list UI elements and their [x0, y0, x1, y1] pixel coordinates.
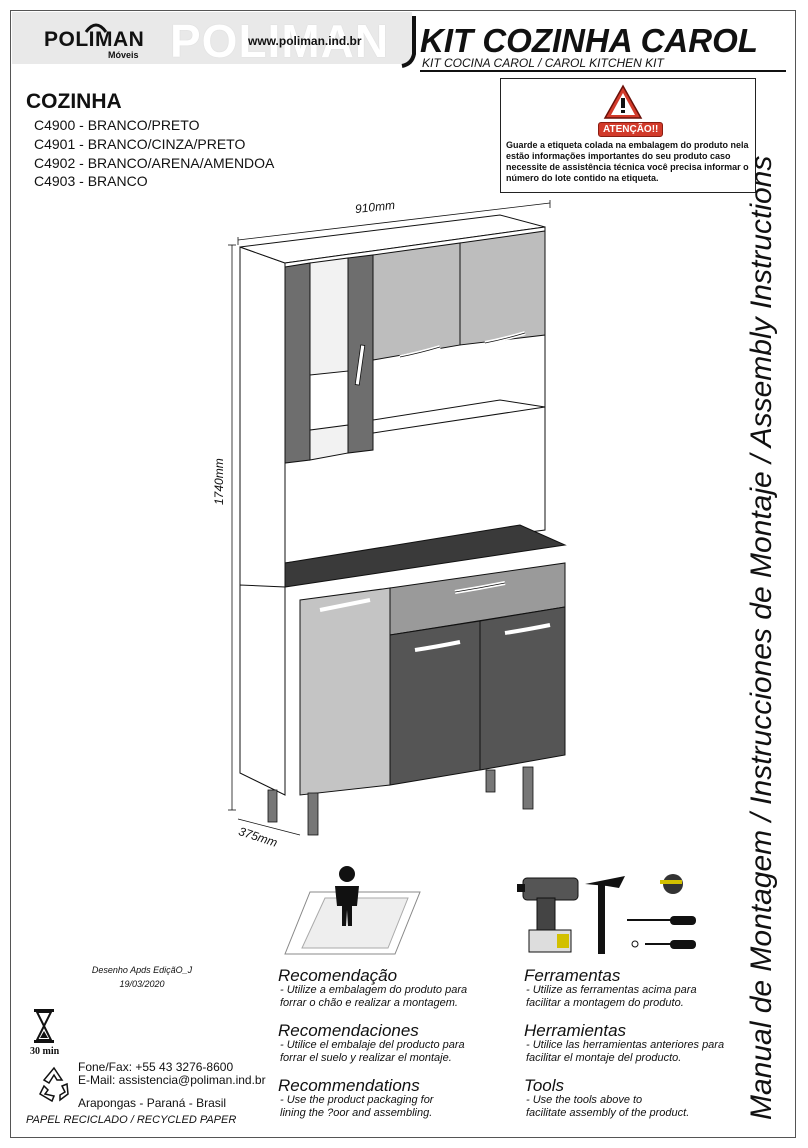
title-hook-icon: [401, 16, 416, 68]
watermark: POLIMAN: [170, 15, 390, 67]
model-line: C4900 - BRANCO/PRETO: [34, 117, 200, 133]
tools-text: - Utilize as ferramentas acima para: [526, 984, 697, 996]
website: www.poliman.ind.br: [248, 34, 362, 48]
model-line: C4903 - BRANCO: [34, 173, 148, 189]
tools-illustration: [517, 874, 696, 954]
contact-location: Arapongas - Paraná - Brasil: [78, 1096, 227, 1110]
hourglass-icon: [34, 1009, 54, 1043]
model-line: C4901 - BRANCO/CINZA/PRETO: [34, 136, 246, 152]
page-title: KIT COZINHA CAROL: [420, 22, 758, 59]
tools-title-pt: Ferramentas: [524, 966, 621, 985]
recommendation-text: forrar el suelo y realizar el montaje.: [280, 1052, 452, 1064]
page-subtitle: KIT COCINA CAROL / CAROL KITCHEN KIT: [422, 56, 664, 70]
tools-title-es: Herramientas: [524, 1021, 627, 1040]
height-dimension: 1740mm: [212, 458, 226, 505]
recommendation-text: forrar o chão e realizar a montagem.: [280, 997, 458, 1009]
drawing-date: 19/03/2020: [119, 979, 165, 989]
tools-title-en: Tools: [524, 1076, 565, 1095]
brand-logo: POLIMAN: [44, 28, 145, 51]
recommendation-text: - Use the product packaging for: [280, 1094, 434, 1106]
section-title: COZINHA: [26, 90, 122, 113]
contact-email: E-Mail: assistencia@poliman.ind.br: [78, 1073, 266, 1087]
tools-text: facilitar a montagem do produto.: [526, 997, 684, 1009]
floor-cover-illustration: [284, 866, 421, 955]
logo-mark-icon: [84, 23, 108, 33]
brand-sub: Móveis: [108, 50, 139, 60]
page-border: [10, 10, 796, 1138]
model-line: C4902 - BRANCO/ARENA/AMENDOA: [34, 155, 275, 171]
header-band: [12, 12, 412, 64]
recommendation-title-en: Recommendations: [278, 1076, 420, 1095]
recommendation-text: - Utilize a embalagem do produto para: [280, 984, 468, 996]
tools-text: facilitate assembly of the product.: [526, 1107, 690, 1119]
contact-phone: Fone/Fax: +55 43 3276-8600: [78, 1060, 234, 1074]
assembly-time: 30 min: [30, 1046, 60, 1057]
warning-triangle-icon: [603, 84, 643, 119]
recommendation-text: lining the ?oor and assembling.: [280, 1107, 433, 1119]
recycle-icon: [39, 1066, 69, 1103]
tools-text: - Utilice las herramientas anteriores pa…: [526, 1039, 725, 1051]
vertical-title: Manual de Montagem / Instrucciones de Mo…: [745, 155, 778, 1120]
cabinet-drawing: [228, 200, 567, 836]
tools-text: facilitar el montaje del producto.: [526, 1052, 682, 1064]
recommendation-title-pt: Recomendação: [278, 966, 398, 985]
tools-text: - Use the tools above to: [526, 1094, 643, 1106]
recommendation-title-es: Recomendaciones: [278, 1021, 419, 1040]
recommendation-text: - Utilice el embalaje del producto para: [280, 1039, 465, 1051]
warning-badge: ATENÇÃO!!: [598, 122, 664, 137]
drawing-version: Desenho Apds EdiçãO_J: [91, 965, 193, 975]
warning-text: Guarde a etiqueta colada na embalagem do…: [506, 140, 749, 183]
recycled-paper-note: PAPEL RECICLADO / RECYCLED PAPER: [26, 1114, 237, 1126]
title-rule: [420, 70, 786, 72]
